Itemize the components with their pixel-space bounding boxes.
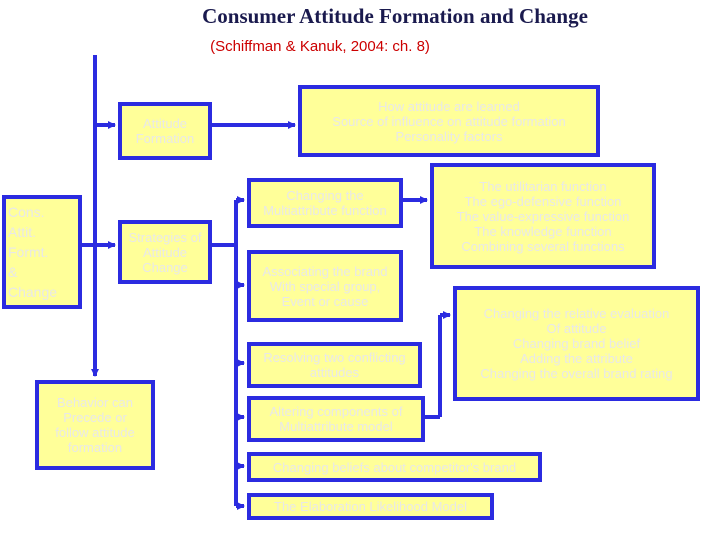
functions-box: The utilitarian function The ego-defensi… [430,163,656,269]
associating-label: Associating the brand With special group… [262,263,388,309]
cons-attitude-box: Cons. Attit. Formt. & Change [2,195,82,309]
attitude-formation-box: Attitude Formation [118,102,212,160]
attitude-formation-label: Attitude Formation [135,116,195,146]
beliefs-label: Changing beliefs about competitor's bran… [272,459,517,475]
resolving-label: Resolving two conflicting attitudes [263,350,406,380]
behavior-label: Behavior can Precede or follow attitude … [55,395,135,455]
behavior-box: Behavior can Precede or follow attitude … [35,380,155,470]
altering-label: Altering components of Multiattribute mo… [269,404,403,434]
attitude-change-box: Strategies of Attitude Change [118,220,212,284]
elaboration-box: The Elaboration Likelihood Model [247,493,494,520]
cons-attitude-label: Cons. Attit. Formt. & Change [8,204,58,300]
diagram-subtitle: (Schiffman & Kanuk, 2004: ch. 8) [210,38,430,55]
how-learned-label: How attitude are learned Source of influ… [332,98,566,144]
multiattribute-function-box: Changing the Multiattribute function [247,178,403,228]
attitude-change-label: Strategies of Attitude Change [128,229,202,275]
multiattribute-function-label: Changing the Multiattribute function [263,188,387,218]
functions-label: The utilitarian function The ego-defensi… [456,178,630,254]
relative-eval-label: Changing the relative evaluation Of atti… [480,306,673,381]
beliefs-box: Changing beliefs about competitor's bran… [247,452,542,482]
diagram-title: Consumer Attitude Formation and Change [202,4,588,28]
resolving-box: Resolving two conflicting attitudes [247,342,422,388]
altering-box: Altering components of Multiattribute mo… [247,396,425,442]
how-learned-box: How attitude are learned Source of influ… [298,85,600,157]
elaboration-label: The Elaboration Likelihood Model [274,499,467,514]
relative-eval-box: Changing the relative evaluation Of atti… [453,286,700,401]
associating-box: Associating the brand With special group… [247,250,403,322]
